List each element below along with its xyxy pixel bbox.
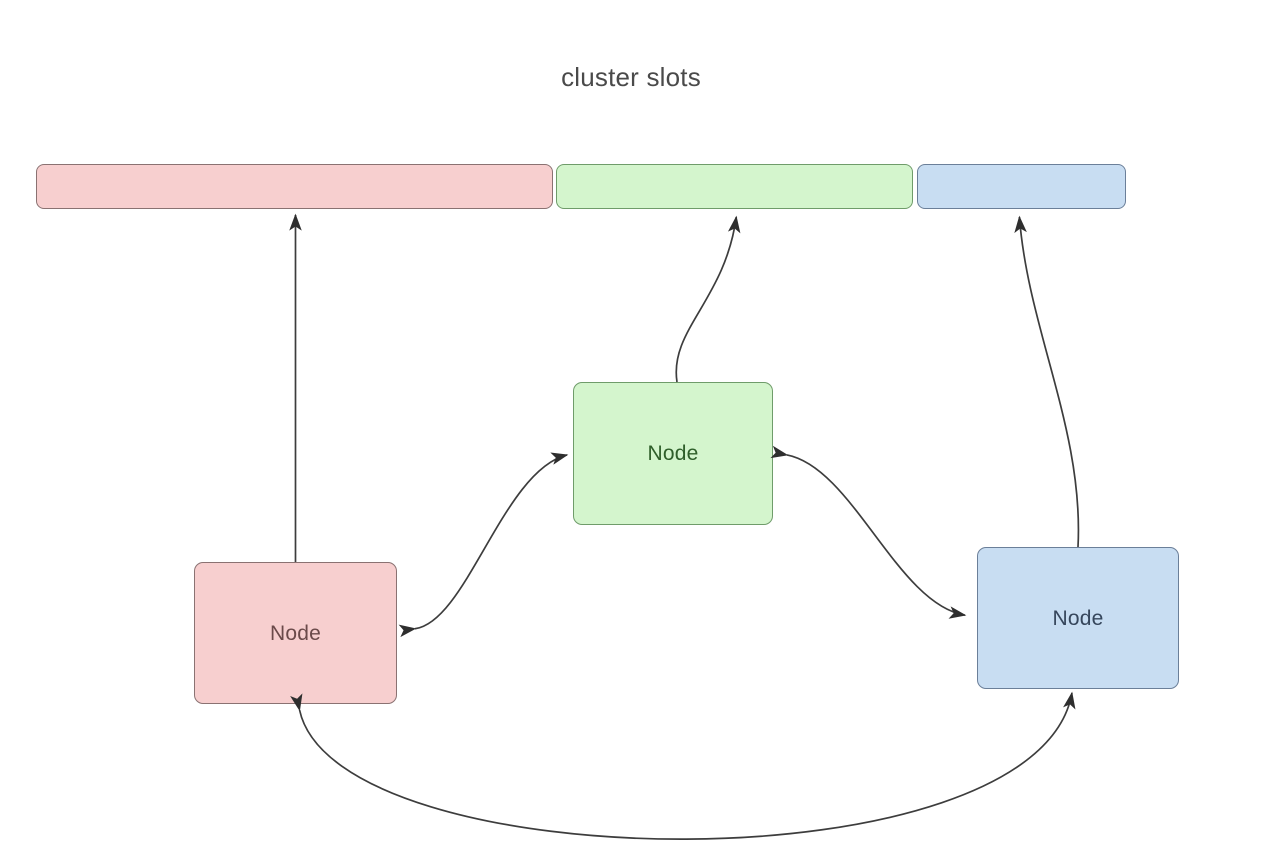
- slot-segment-blue[interactable]: [917, 164, 1126, 209]
- arrow-node-blue-to-slot-bar: [1014, 215, 1080, 548]
- node-box-blue[interactable]: Node: [977, 547, 1179, 689]
- node-label-blue: Node: [1052, 606, 1104, 630]
- slot-segment-green[interactable]: [556, 164, 913, 209]
- arrow-node-pink-node-green: [398, 452, 569, 638]
- node-label-green: Node: [647, 442, 699, 465]
- node-box-pink[interactable]: Node: [194, 562, 397, 704]
- page-title: cluster slots: [561, 62, 701, 92]
- node-label-pink: Node: [269, 621, 321, 645]
- node-box-green[interactable]: Node: [573, 382, 773, 525]
- slot-segment-pink[interactable]: [36, 164, 553, 209]
- arrow-node-green-to-slot-bar: [675, 215, 741, 383]
- arrow-node-pink-node-blue: [290, 691, 1076, 840]
- arrow-node-green-node-blue: [770, 445, 967, 619]
